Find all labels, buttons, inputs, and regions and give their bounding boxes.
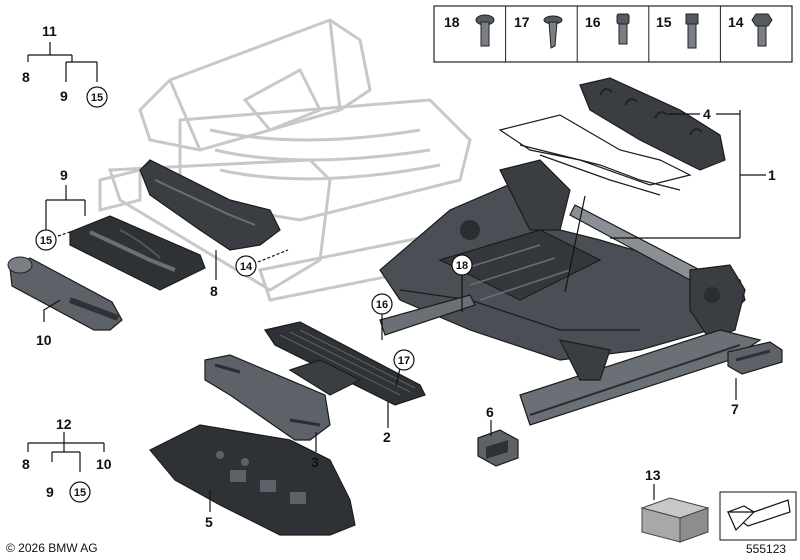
part-8-side-shell: [139, 159, 281, 251]
screw-table: 18 17 16 15 14: [433, 5, 793, 63]
screw-16-icon: [616, 13, 630, 45]
callout-8-tree11: 8: [22, 69, 30, 85]
callout-18: 18: [456, 260, 468, 272]
callout-13: 13: [645, 467, 661, 483]
callout-10-cylinder: 10: [36, 332, 52, 348]
callout-9-tree11: 9: [60, 88, 68, 104]
screw-15-icon: [685, 13, 699, 49]
screw-label-14: 14: [728, 14, 744, 30]
callout-10-tree12: 10: [96, 456, 112, 472]
screw-label-17: 17: [514, 14, 530, 30]
screw-17-icon: [543, 15, 563, 49]
callout-2: 2: [383, 429, 391, 445]
part-7-clip: [727, 341, 783, 375]
part-9-cover: [69, 215, 206, 291]
callout-15-tree12: 15: [74, 487, 86, 499]
screw-label-18: 18: [444, 14, 460, 30]
copyright-text: © 2026 BMW AG: [6, 541, 98, 555]
callout-numbers: 11 8 9 15 9 15 10 8 14 18 16 17 4 1 2 3 …: [22, 23, 776, 530]
screw-label-15: 15: [656, 14, 672, 30]
callout-15-tree11: 15: [91, 92, 103, 104]
callout-16: 16: [376, 299, 388, 311]
leader-lines: [27, 42, 766, 512]
callout-1: 1: [768, 167, 776, 183]
callout-9-tree12: 9: [46, 484, 54, 500]
callout-6: 6: [486, 404, 494, 420]
callout-3: 3: [311, 454, 319, 470]
callout-12: 12: [56, 416, 72, 432]
callout-4: 4: [703, 106, 711, 122]
callout-8-shell: 8: [210, 283, 218, 299]
screw-14-icon: [751, 13, 773, 47]
orientation-arrow-box: [719, 491, 797, 541]
callout-15-cover: 15: [40, 235, 52, 247]
part-4-springs: [498, 77, 726, 196]
screw-18-icon: [475, 14, 495, 47]
part-13-box: [640, 497, 710, 543]
callout-9-cover: 9: [60, 167, 68, 183]
callout-11: 11: [42, 23, 57, 39]
callout-5: 5: [205, 514, 213, 530]
callout-7: 7: [731, 401, 739, 417]
part-6-clip: [477, 429, 519, 467]
diagram-number: 555123: [746, 542, 786, 556]
part-10-cylinder: [7, 256, 123, 331]
callout-14: 14: [240, 261, 253, 273]
part-2-grille: [264, 321, 426, 406]
part-1-seat-frame: [379, 159, 762, 426]
part-5-tray: [149, 424, 356, 536]
part-3-bracket: [204, 354, 331, 441]
screw-label-16: 16: [585, 14, 601, 30]
callout-17: 17: [398, 355, 410, 367]
callout-8-tree12: 8: [22, 456, 30, 472]
